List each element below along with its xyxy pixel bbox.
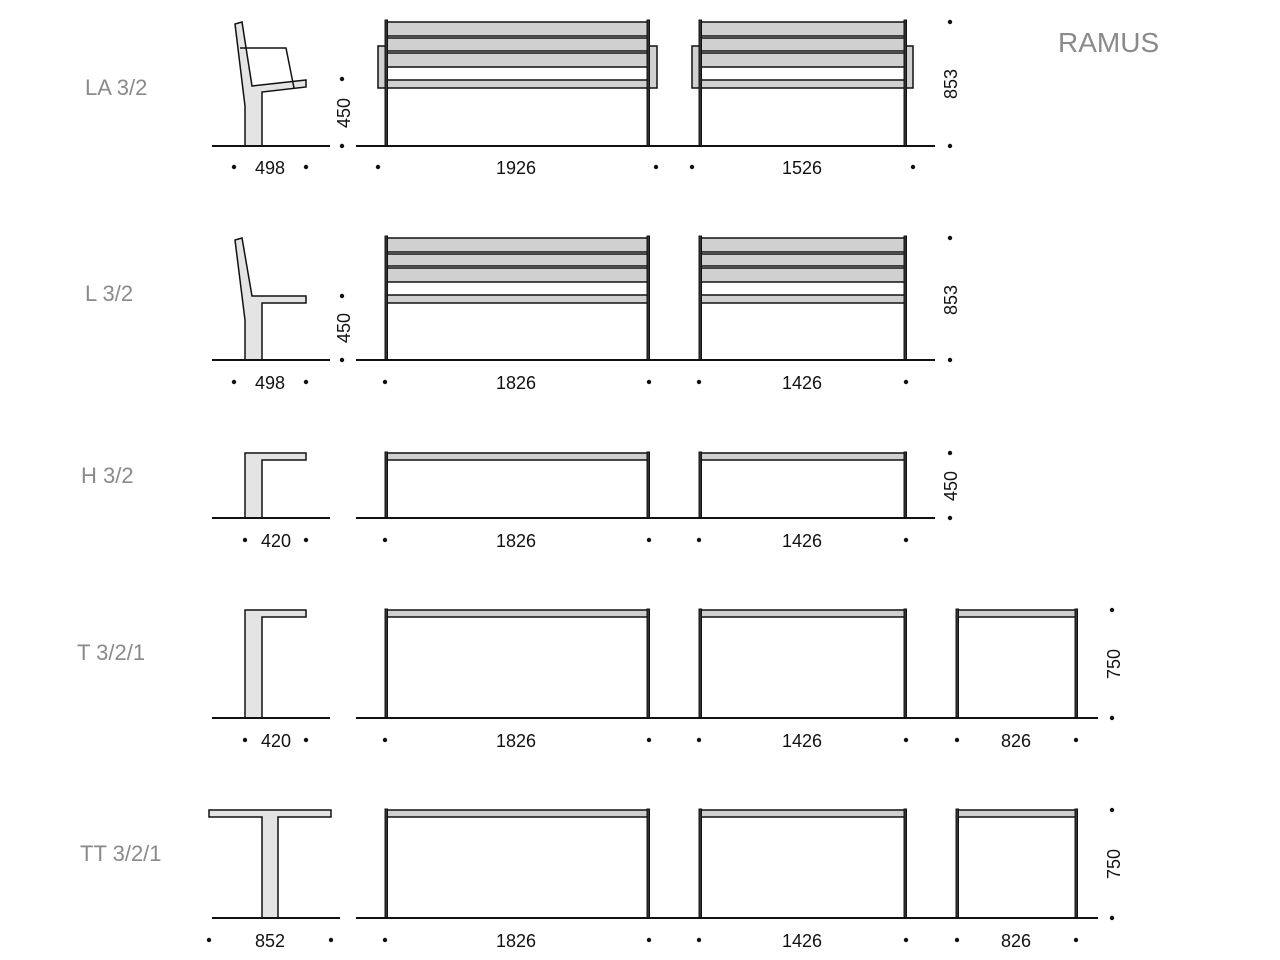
- row-l: L 3/2 450 853 498: [85, 235, 961, 393]
- front-view-large: [384, 235, 650, 361]
- width-dimension-medium: 1426: [782, 731, 822, 751]
- width-dimension-medium: 1526: [782, 158, 822, 178]
- row-h: H 3/2 450 420 1826 1426: [81, 450, 961, 551]
- model-label: T 3/2/1: [77, 640, 145, 665]
- model-label: H 3/2: [81, 463, 134, 488]
- width-dimension-medium: 1426: [782, 531, 822, 551]
- width-dimension-small: 826: [1001, 931, 1031, 951]
- front-view-medium: [698, 235, 907, 361]
- side-view: [208, 809, 332, 919]
- total-height-dimension: 853: [941, 285, 961, 315]
- side-view: [234, 237, 307, 361]
- front-view-medium: [698, 808, 907, 919]
- row-la: LA 3/2 450: [85, 19, 961, 178]
- depth-dimension: 498: [255, 373, 285, 393]
- model-label: L 3/2: [85, 281, 133, 306]
- front-view-medium: [691, 19, 914, 147]
- total-height-dimension: 750: [1104, 649, 1124, 679]
- row-tt: TT 3/2/1 750 852 1826: [80, 807, 1124, 951]
- width-dimension-medium: 1426: [782, 373, 822, 393]
- front-view-small: [955, 608, 1078, 719]
- front-view-large: [384, 808, 650, 919]
- width-dimension-small: 826: [1001, 731, 1031, 751]
- model-label: TT 3/2/1: [80, 841, 162, 866]
- width-dimension-large: 1826: [496, 531, 536, 551]
- row-t: T 3/2/1 750 420 1826: [77, 607, 1124, 751]
- depth-dimension: 498: [255, 158, 285, 178]
- width-dimension-large: 1826: [496, 731, 536, 751]
- front-view-large: [384, 608, 650, 719]
- total-height-dimension: 853: [941, 69, 961, 99]
- width-dimension-large: 1826: [496, 931, 536, 951]
- front-view-medium: [698, 451, 907, 519]
- width-dimension-large: 1926: [496, 158, 536, 178]
- front-view-small: [955, 808, 1078, 919]
- model-label: LA 3/2: [85, 75, 147, 100]
- side-view: [234, 21, 307, 147]
- seat-height-dimension: 450: [334, 313, 354, 343]
- front-view-large: [384, 451, 650, 519]
- width-dimension-medium: 1426: [782, 931, 822, 951]
- brand-title: RAMUS: [1058, 27, 1159, 58]
- depth-dimension: 852: [255, 931, 285, 951]
- seat-height-dimension: 450: [334, 98, 354, 128]
- front-view-medium: [698, 608, 907, 719]
- width-dimension-large: 1826: [496, 373, 536, 393]
- front-view-large: [377, 19, 658, 147]
- depth-dimension: 420: [261, 731, 291, 751]
- side-view: [244, 609, 307, 719]
- total-height-dimension: 450: [941, 471, 961, 501]
- depth-dimension: 420: [261, 531, 291, 551]
- total-height-dimension: 750: [1104, 849, 1124, 879]
- side-view: [244, 452, 307, 519]
